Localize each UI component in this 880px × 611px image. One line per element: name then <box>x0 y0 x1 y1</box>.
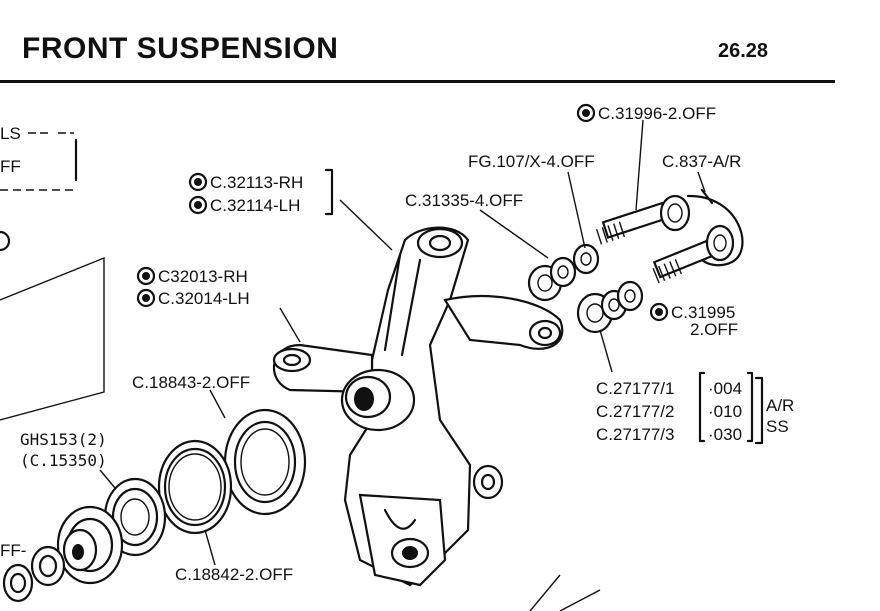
label-bolt-top: C.31996-2.OFF <box>598 104 716 123</box>
label-partial-ff2: FF- <box>0 541 26 560</box>
lower-bolt <box>652 224 735 284</box>
stub-axle-upright <box>272 226 564 587</box>
label-spacer: C.31335-4.OFF <box>405 191 523 210</box>
lower-washers <box>576 280 644 334</box>
label-race: C.18842-2.OFF <box>175 565 293 584</box>
label-shim-1: C.27177/1 <box>596 379 674 398</box>
label-brackets <box>324 168 764 445</box>
upper-bolt <box>595 194 691 245</box>
label-partial-ls: LS <box>0 124 21 143</box>
label-partial-ff: FF <box>0 157 21 176</box>
g-markers <box>136 103 669 322</box>
label-seal: C.18843-2.OFF <box>132 373 250 392</box>
label-shim-2: C.27177/2 <box>596 402 674 421</box>
page-number: 26.28 <box>718 40 769 62</box>
label-split-pin: C.837-A/R <box>662 152 741 171</box>
label-shim-note-1: A/R <box>766 396 794 415</box>
label-bolt-lower: C.31995 <box>671 303 735 322</box>
header-rule <box>0 80 835 83</box>
bearing-race <box>157 439 233 535</box>
seal <box>223 408 307 516</box>
upper-washers <box>527 243 600 302</box>
label-bearing-alt: (C.15350) <box>20 451 107 470</box>
label-bracket-rh: C.32113-RH <box>210 173 303 192</box>
label-steering-arm-rh: C32013-RH <box>158 267 248 286</box>
label-bracket-lh: C.32114-LH <box>210 196 300 215</box>
hub-nut <box>2 545 66 603</box>
label-washer-fg: FG.107/X-4.OFF <box>468 152 595 171</box>
label-shim-3: C.27177/3 <box>596 425 674 444</box>
label-shim-1-size: ·004 <box>708 379 742 398</box>
outer-bearing <box>56 505 124 585</box>
leader-lines <box>99 119 706 611</box>
label-bearing: GHS153(2) <box>20 430 107 449</box>
page-title: FRONT SUSPENSION <box>22 32 339 65</box>
label-shim-note-2: SS <box>766 417 789 436</box>
left-partial-box <box>0 132 105 421</box>
label-steering-arm-lh: C.32014-LH <box>158 289 250 308</box>
label-bolt-lower-qty: 2.OFF <box>690 320 738 339</box>
label-shim-2-size: ·010 <box>708 402 742 421</box>
label-shim-3-size: ·030 <box>708 425 742 444</box>
split-pin <box>686 188 744 267</box>
